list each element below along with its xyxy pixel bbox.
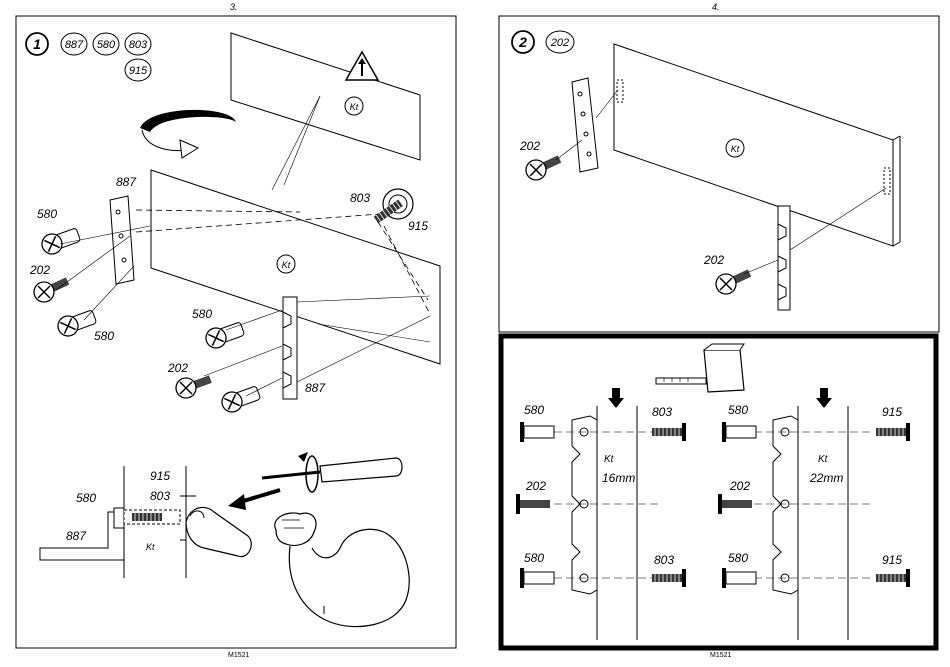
m16-label-580-top: 580 [524,403,544,417]
label-580-a: 580 [37,207,57,221]
label-803: 803 [350,191,370,205]
m22-label-thickness: 22mm [809,471,843,485]
detail-label-915: 915 [150,469,170,483]
screw-202-b [176,375,212,398]
detail-label-803: 803 [150,489,170,503]
step-2-header: 2 202 [512,31,574,53]
step-1-header: 1 887 580 803 915 [26,33,151,81]
m22-label-202: 202 [729,479,750,493]
m22-label-580-top: 580 [728,403,748,417]
step-2-label-202-a: 202 [519,139,540,153]
m16-label-thickness: 16mm [602,471,635,485]
part-915-badge: 915 [129,65,148,77]
cross-section-detail [40,466,196,578]
part-202-badge: 202 [550,37,569,49]
m22-label-580-bot: 580 [728,551,748,565]
rotate-arrow-icon [140,110,236,158]
m22-label-915-top: 915 [882,405,902,419]
step-2-panel: Kt [614,44,900,246]
m16-label-803-bot: 803 [654,553,674,567]
up-arrow-icon [346,52,378,80]
label-580-b: 580 [94,329,114,343]
label-887-a: 887 [116,175,137,189]
screw-202-a [34,277,69,302]
strong-arm-icon [275,513,409,627]
step-2-label-202-b: 202 [703,253,724,267]
label-915: 915 [408,219,428,233]
finger-press-icon [186,507,251,556]
screw-step2-a [526,155,561,180]
down-arrow-icon-2 [816,388,832,408]
top-panel-label: Kt [350,102,359,112]
m16-label-580-bot: 580 [524,551,544,565]
bracket-step2-top [572,78,598,172]
dowel-580-d [219,383,262,415]
down-arrow-icon [608,388,624,408]
m16-label-803-top: 803 [652,405,672,419]
screwdriver-icon [262,452,402,492]
step-1-number: 1 [33,36,41,52]
label-580-c: 580 [192,307,212,321]
label-202-b: 202 [167,361,188,375]
bracket-887-right [283,297,297,399]
detail-label-887: 887 [66,529,87,543]
measure-group-22mm [718,388,910,640]
main-panel-label: Kt [282,260,291,270]
dowel-580-c [203,319,246,351]
part-887-badge: 887 [65,39,84,51]
part-580-badge: 580 [97,39,116,51]
detail-label-580: 580 [76,491,96,505]
tape-measure-icon [656,344,744,392]
measure-group-16mm [516,388,686,640]
push-arrow-icon [228,490,280,510]
m22-label-kt: Kt [818,454,829,465]
part-803-badge: 803 [129,39,148,51]
step-2-panel-label: Kt [731,144,740,154]
label-887-b: 887 [305,381,326,395]
label-202-a: 202 [29,263,50,277]
bracket-step2-bottom [778,206,790,310]
step-2-number: 2 [518,34,527,50]
top-panel: Kt [231,33,420,160]
m16-label-202: 202 [525,479,546,493]
m22-label-915-bot: 915 [882,553,902,567]
detail-label-kt: Kt [146,542,155,552]
m16-label-kt: Kt [604,454,615,465]
bracket-887-left [110,196,134,284]
